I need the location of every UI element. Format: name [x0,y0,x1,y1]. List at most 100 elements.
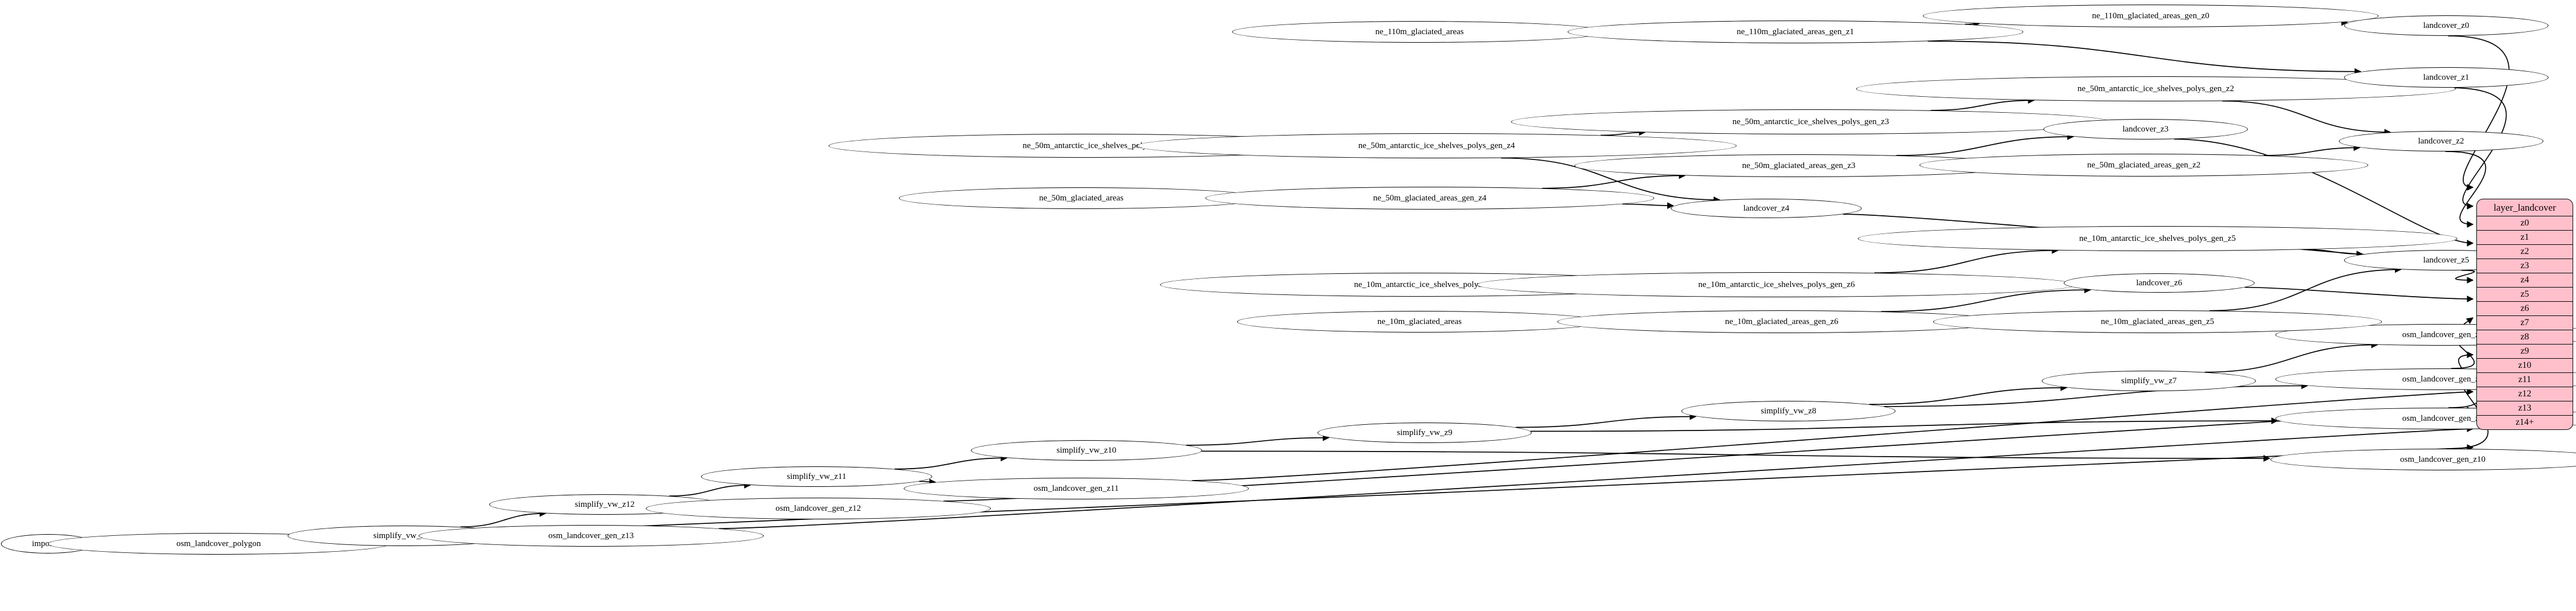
graph-node-label: ne_10m_antarctic_ice_shelves_polys_gen_z… [1698,280,1855,289]
graph-node-label: osm_landcover_gen_z9 [2402,413,2484,423]
edge-simplify_vw_z12-to-simplify_vw_z11 [669,481,751,497]
layer-table-row-z11[interactable]: z11 [2477,373,2573,387]
graph-node-label: ne_50m_glaciated_areas [1039,193,1124,203]
layer-table-row-z13[interactable]: z13 [2477,401,2573,416]
graph-node-ne_110m_glaciated_areas[interactable]: ne_110m_glaciated_areas [1232,21,1607,43]
graph-node-simplify_vw_z10[interactable]: simplify_vw_z10 [971,440,1202,461]
graph-node-label: ne_10m_antarctic_ice_shelves_polys_gen_z… [2079,233,2236,243]
graph-node-label: ne_50m_glaciated_areas_gen_z4 [1373,193,1487,203]
graph-node-simplify_vw_z9[interactable]: simplify_vw_z9 [1317,423,1532,443]
graph-node-ne_50m_glaciated_areas_gen_z2[interactable]: ne_50m_glaciated_areas_gen_z2 [1919,154,2368,177]
graph-node-label: ne_110m_glaciated_areas [1375,27,1464,36]
layer-table-row-z7[interactable]: z7 [2477,316,2573,330]
graph-node-label: ne_110m_glaciated_areas_gen_z1 [1736,27,1855,36]
graph-node-simplify_vw_z11[interactable]: simplify_vw_z11 [701,466,932,487]
graph-node-label: simplify_vw_z13 [373,531,433,540]
layer-table-row-z10[interactable]: z10 [2477,359,2573,373]
edge-ne_10m_antarctic_ice_shelves_polys_gen_z6-to-ne_10m_antarctic_ice_shelves_polys_gen_z5 [1874,247,2059,274]
graph-node-osm_landcover_polygon[interactable]: osm_landcover_polygon [48,533,389,555]
graph-node-osm_landcover_gen_z11[interactable]: osm_landcover_gen_z11 [904,478,1249,499]
graph-node-label: landcover_z5 [2423,255,2470,265]
graph-node-ne_10m_glaciated_areas_gen_z5[interactable]: ne_10m_glaciated_areas_gen_z5 [1933,310,2382,333]
graph-node-label: ne_10m_glaciated_areas [1377,317,1462,326]
graph-node-label: simplify_vw_z10 [1056,445,1117,455]
layer-table-row-z0[interactable]: z0 [2477,216,2573,231]
graph-node-landcover_z2[interactable]: landcover_z2 [2339,131,2544,151]
edge-ne_50m_glaciated_areas_gen_z3-to-landcover_z3 [1896,133,2074,156]
edge-ne_50m_glaciated_areas_gen_z4-to-landcover_z4 [1622,202,1674,210]
layer-table-row-z12[interactable]: z12 [2477,387,2573,401]
graph-node-ne_110m_glaciated_areas_gen_z0[interactable]: ne_110m_glaciated_areas_gen_z0 [1923,5,2378,27]
layer-table-row-z8[interactable]: z8 [2477,330,2573,345]
graph-node-label: ne_50m_antarctic_ice_shelves_polys_gen_z… [1732,117,1889,126]
graph-node-label: landcover_z4 [1743,203,1790,213]
edge-ne_110m_glaciated_areas_gen_z1-to-landcover_z1 [1927,40,2362,75]
graph-node-label: osm_landcover_gen_z11 [1033,483,1119,493]
graph-node-label: osm_landcover_gen_z12 [776,503,861,513]
graph-node-ne_50m_antarctic_ice_shelves_polys_gen_z3[interactable]: ne_50m_antarctic_ice_shelves_polys_gen_z… [1511,109,2111,134]
graph-node-osm_landcover_gen_z13[interactable]: osm_landcover_gen_z13 [419,525,764,547]
graph-node-label: simplify_vw_z7 [2121,376,2177,386]
edge-ne_50m_glaciated_areas_gen_z4-to-ne_50m_glaciated_areas_gen_z3 [1541,172,1686,189]
graph-node-ne_50m_glaciated_areas[interactable]: ne_50m_glaciated_areas [899,187,1264,209]
edge-simplify_vw_z9-to-osm_landcover_gen_z9 [1531,417,2278,432]
graph-node-landcover_z0[interactable]: landcover_z0 [2344,15,2549,36]
graph-node-label: ne_50m_glaciated_areas_gen_z3 [1742,161,1856,170]
graph-node-ne_50m_glaciated_areas_gen_z4[interactable]: ne_50m_glaciated_areas_gen_z4 [1205,187,1654,210]
graph-node-ne_110m_glaciated_areas_gen_z1[interactable]: ne_110m_glaciated_areas_gen_z1 [1568,20,2023,43]
graph-node-label: osm_landcover_gen_z10 [2400,454,2485,464]
layer-table-row-z4[interactable]: z4 [2477,273,2573,288]
layer-table-row-z1[interactable]: z1 [2477,231,2573,245]
graph-node-landcover_z1[interactable]: landcover_z1 [2344,67,2549,88]
graph-node-ne_10m_antarctic_ice_shelves_polys_gen_z5[interactable]: ne_10m_antarctic_ice_shelves_polys_gen_z… [1857,226,2458,251]
edge-simplify_vw_z13-to-simplify_vw_z12 [460,510,547,528]
layer-table-title: layer_landcover [2477,199,2573,216]
graph-node-label: simplify_vw_z11 [786,471,847,481]
graph-node-label: ne_10m_glaciated_areas_gen_z6 [1725,317,1839,326]
graph-node-ne_10m_antarctic_ice_shelves_polys_gen_z6[interactable]: ne_10m_antarctic_ice_shelves_polys_gen_z… [1476,272,2077,297]
graph-node-label: ne_50m_antarctic_ice_shelves_polys_gen_z… [1358,141,1515,150]
edge-landcover_z5-to-layer-z5 [2455,269,2475,284]
graph-node-osm_landcover_gen_z12[interactable]: osm_landcover_gen_z12 [646,498,991,519]
edge-landcover_z6-to-layer-z6 [2245,286,2474,302]
edge-simplify_vw_z7-to-osm_landcover_gen_z7 [2204,341,2378,373]
graph-node-label: osm_landcover_gen_z7 [2402,330,2484,339]
graph-node-landcover_z4[interactable]: landcover_z4 [1671,199,1862,218]
graph-node-label: landcover_z3 [2122,124,2169,134]
graph-node-label: landcover_z0 [2423,20,2470,30]
graph-node-label: ne_50m_antarctic_ice_shelves_polys_gen_z… [2077,84,2234,93]
edge-simplify_vw_z9-to-simplify_vw_z8 [1515,413,1697,428]
graph-node-label: simplify_vw_z12 [575,499,635,509]
edge-ne_10m_glaciated_areas_gen_z5-to-landcover_z5 [2209,266,2402,311]
graph-node-landcover_z6[interactable]: landcover_z6 [2064,273,2255,293]
edge-osm_landcover_gen_z7-to-layer-z7 [2463,317,2474,325]
layer-table-row-z9[interactable]: z9 [2477,345,2573,359]
graph-node-label: landcover_z6 [2136,278,2183,288]
graph-node-ne_10m_glaciated_areas[interactable]: ne_10m_glaciated_areas [1237,311,1602,333]
layer-table-row-z3[interactable]: z3 [2477,259,2573,273]
graph-node-landcover_z3[interactable]: landcover_z3 [2043,119,2248,140]
graph-node-label: osm_landcover_gen_z13 [548,531,634,540]
layer-table-row-z2[interactable]: z2 [2477,245,2573,259]
edge-simplify_vw_z11-to-simplify_vw_z10 [894,454,1008,470]
graph-node-label: simplify_vw_z9 [1397,428,1453,437]
layer-table-row-z14+[interactable]: z14+ [2515,417,2534,427]
graph-node-label: ne_50m_antarctic_ice_shelves_polys [1022,141,1151,150]
graph-node-osm_landcover_gen_z10[interactable]: osm_landcover_gen_z10 [2270,449,2576,470]
graph-node-label: ne_110m_glaciated_areas_gen_z0 [2091,11,2210,20]
graph-node-simplify_vw_z8[interactable]: simplify_vw_z8 [1681,401,1896,421]
graph-node-label: landcover_z2 [2418,136,2464,146]
graph-node-label: landcover_z1 [2423,72,2470,82]
edge-landcover_z0-to-layer-z0 [2448,35,2510,191]
graph-node-simplify_vw_z7[interactable]: simplify_vw_z7 [2041,371,2257,391]
edge-simplify_vw_z10-to-simplify_vw_z9 [1186,434,1330,446]
edge-ne_50m_antarctic_ice_shelves_polys_gen_z4-to-ne_50m_antarctic_ice_shelves_polys_gen_z3 [1601,129,1646,136]
layer-table-row-z6[interactable]: z6 [2477,302,2573,316]
graph-node-ne_10m_glaciated_areas_gen_z6[interactable]: ne_10m_glaciated_areas_gen_z6 [1557,310,2006,333]
graph-node-ne_50m_antarctic_ice_shelves_polys_gen_z4[interactable]: ne_50m_antarctic_ice_shelves_polys_gen_z… [1137,133,1737,158]
graph-node-label: ne_10m_antarctic_ice_shelves_polys [1353,280,1482,289]
edge-osm_landcover_gen_z13-to-layer-z13 [719,425,2474,530]
edge-simplify_vw_z10-to-osm_landcover_gen_z10 [1201,450,2271,462]
layer-table-row-z5[interactable]: z5 [2477,288,2573,302]
